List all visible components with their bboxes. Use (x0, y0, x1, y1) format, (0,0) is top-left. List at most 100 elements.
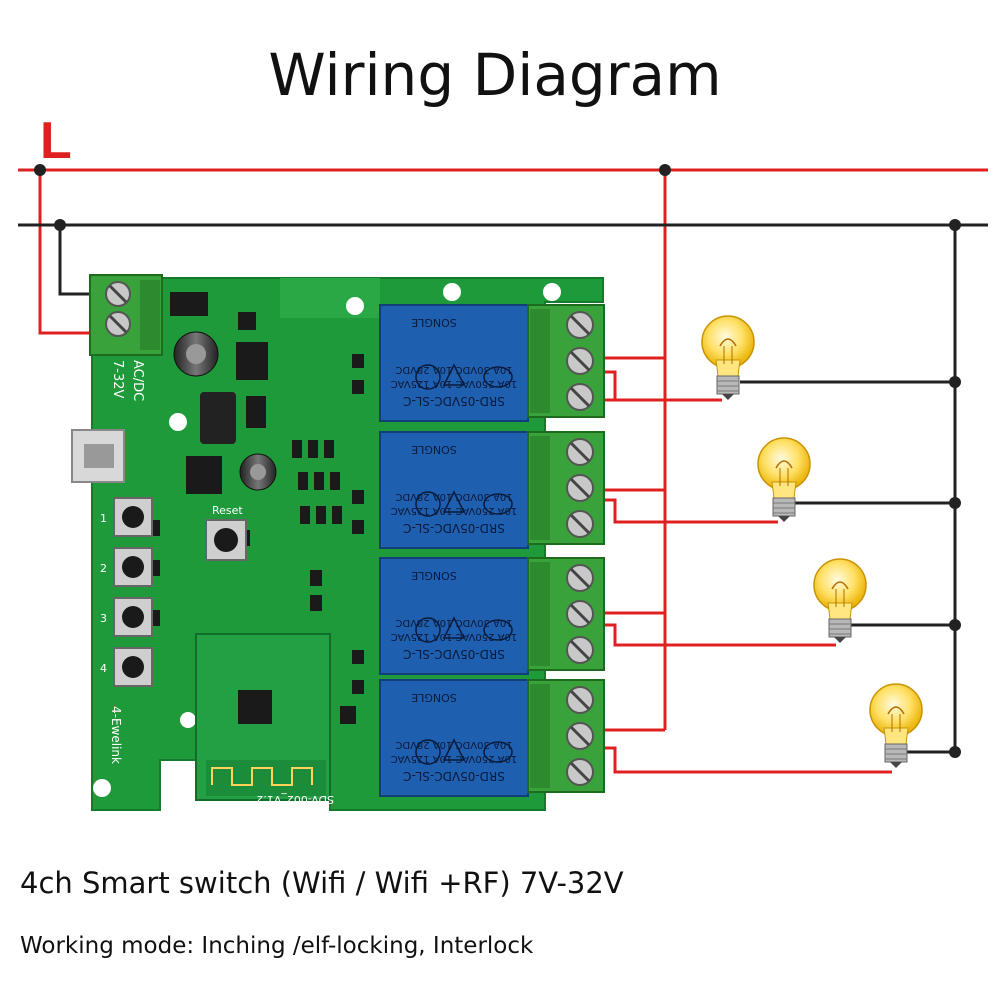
mounting-hole (346, 297, 364, 315)
output-terminal-block (527, 431, 605, 545)
certification-mark (415, 617, 441, 643)
relay-body (379, 431, 529, 549)
relay-brand-text: SONGLE (411, 569, 457, 582)
relay-markings: SRD-05VDC-SL-C 10A 250VAC 10A 125VAC 10A 3… (391, 691, 518, 783)
live-junction-dot (34, 164, 46, 176)
light-bulb-icon (757, 437, 811, 522)
inductor (200, 392, 236, 444)
light-bulb-icon (813, 558, 867, 643)
relay-rating-text: 10A 30VDC 10A 28VDC (395, 739, 512, 750)
wifi-chip (238, 690, 272, 724)
regulator-chip (170, 292, 208, 316)
relay-markings: SRD-05VDC-SL-C 10A 250VAC 10A 125VAC 10A 3… (391, 569, 518, 661)
relay-board: AC/DC 7-32V (71, 274, 605, 811)
neutral-junction-dot (949, 219, 961, 231)
output-terminal-block (527, 304, 605, 418)
certification-mark (442, 363, 466, 386)
reset-label: Reset (212, 504, 243, 517)
live-junction-dot (659, 164, 671, 176)
button-number: 2 (100, 562, 107, 575)
neutral-junction-dot (54, 219, 66, 231)
mounting-hole (443, 283, 461, 301)
relay-rating-text: 10A 250VAC 10A 125VAC (391, 378, 518, 389)
mounting-hole (180, 712, 196, 728)
mounting-hole (543, 283, 561, 301)
relay-4: SRD-05VDC-SL-C 10A 250VAC 10A 125VAC 10A 3… (379, 679, 605, 797)
relay-rating-text: 10A 250VAC 10A 125VAC (391, 753, 518, 764)
neutral-wire (18, 223, 988, 754)
relay-markings: SRD-05VDC-SL-C 10A 250VAC 10A 125VAC 10A 3… (391, 316, 518, 408)
certification-mark (483, 493, 513, 515)
diode (246, 396, 266, 428)
relay-model-text: SRD-05VDC-SL-C (403, 394, 505, 408)
relay-body (379, 679, 529, 797)
relay-brand-text: SONGLE (411, 691, 457, 704)
relay-body (379, 304, 529, 422)
relay-brand-text: SONGLE (411, 443, 457, 456)
certification-mark (415, 364, 441, 390)
certification-mark (415, 491, 441, 517)
light-bulb-icon (701, 315, 755, 400)
live-line-label: L (40, 112, 72, 170)
relay-model-text: SRD-05VDC-SL-C (403, 521, 505, 535)
neutral-junction-dot (949, 376, 961, 388)
light-bulb-icon (869, 683, 923, 768)
neutral-junction-dot (949, 619, 961, 631)
certification-mark (442, 738, 466, 761)
output-terminal-block (527, 679, 605, 793)
ic-chip (186, 456, 222, 494)
relay-rating-text: 10A 30VDC 10A 28VDC (395, 364, 512, 375)
pcb-antenna-area (280, 278, 380, 318)
neutral-junction-dot (949, 746, 961, 758)
relay-1: SRD-05VDC-SL-C 10A 250VAC 10A 125VAC 10A 3… (379, 304, 605, 422)
relay-model-text: SRD-05VDC-SL-C (403, 769, 505, 783)
relay-rating-text: 10A 250VAC 10A 125VAC (391, 631, 518, 642)
power-input-label: AC/DC (130, 360, 145, 401)
mounting-hole (93, 779, 111, 797)
channel-button-2[interactable] (113, 547, 153, 587)
channel-button-4[interactable] (113, 647, 153, 687)
module-label: SDV-002_V1.2 (256, 793, 334, 806)
bulb-group (701, 315, 923, 768)
channel-button-1[interactable] (113, 497, 153, 537)
relay-3: SRD-05VDC-SL-C 10A 250VAC 10A 125VAC 10A 3… (379, 557, 605, 675)
brand-silk-label: 4-Ewelink (109, 706, 123, 764)
relay-rating-text: 10A 30VDC 10A 28VDC (395, 617, 512, 628)
certification-mark (442, 616, 466, 639)
button-number: 1 (100, 512, 107, 525)
mounting-hole (169, 413, 187, 431)
power-terminal-block (89, 274, 163, 356)
relay-rating-text: 10A 250VAC 10A 125VAC (391, 505, 518, 516)
product-caption: 4ch Smart switch (Wifi / Wifi +RF) 7V-32… (20, 866, 624, 900)
button-number: 4 (100, 662, 107, 675)
neutral-junction-dot (949, 497, 961, 509)
working-mode-caption: Working mode: Inching /elf-locking, Inte… (20, 933, 534, 959)
capacitor-top (250, 464, 266, 480)
certification-mark (442, 490, 466, 513)
certification-mark (415, 739, 441, 765)
wifi-module (195, 633, 331, 801)
diagram-title: Wiring Diagram (268, 41, 721, 109)
ic-chip (236, 342, 268, 380)
channel-button-3[interactable] (113, 597, 153, 637)
relay-body (379, 557, 529, 675)
live-wire (18, 168, 988, 774)
certification-mark (483, 619, 513, 641)
smd-component (238, 312, 256, 330)
certification-mark (483, 741, 513, 763)
relay-model-text: SRD-05VDC-SL-C (403, 647, 505, 661)
output-terminal-block (527, 557, 605, 671)
antenna-trace (206, 760, 326, 796)
reset-button[interactable] (205, 519, 247, 561)
voltage-label: 7-32V (110, 360, 125, 399)
micro-usb-port (71, 429, 125, 483)
certification-mark (483, 366, 513, 388)
relay-stack: SRD-05VDC-SL-C 10A 250VAC 10A 125VAC 10A 3… (379, 304, 605, 797)
capacitor-top (186, 344, 206, 364)
relay-brand-text: SONGLE (411, 316, 457, 329)
button-number: 3 (100, 612, 107, 625)
